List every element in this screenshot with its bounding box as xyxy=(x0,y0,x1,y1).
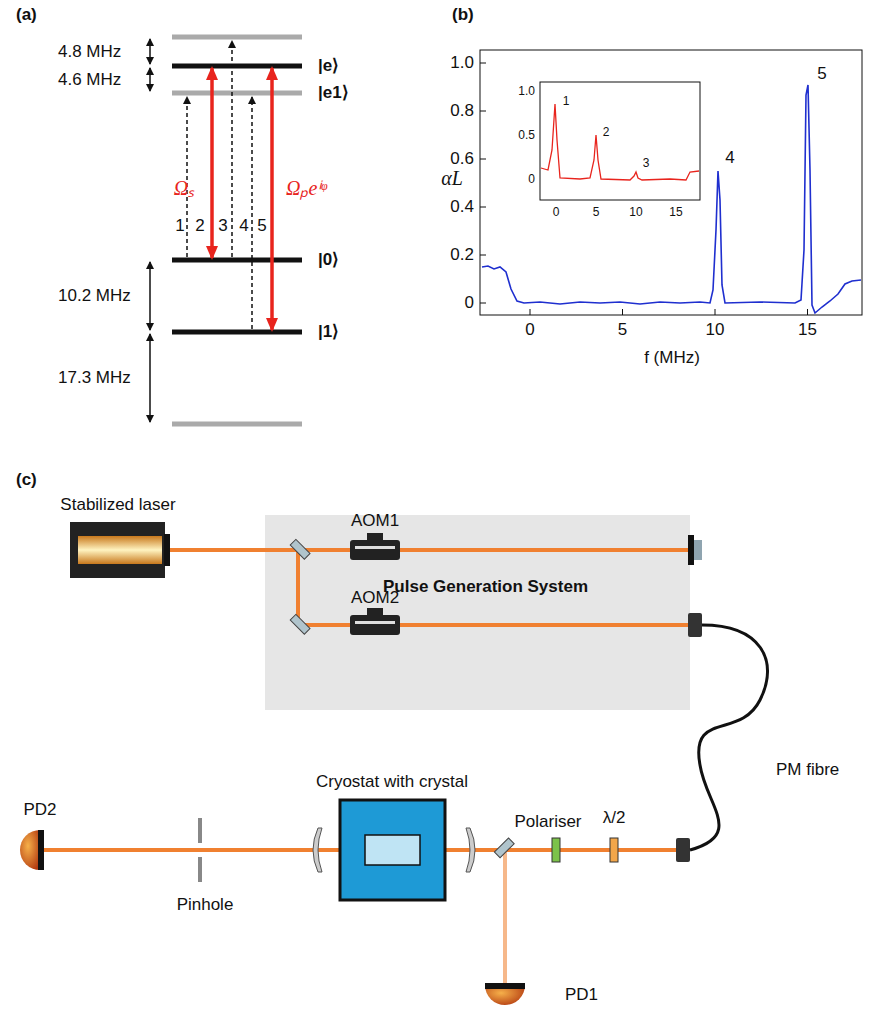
panel-box: Pulse Generation System xyxy=(265,515,706,710)
label: f (MHz) xyxy=(644,349,700,368)
label: 17.3 MHz xyxy=(58,369,131,388)
label: 0.2 xyxy=(450,246,474,265)
label: 0 xyxy=(553,206,560,219)
label: Ωₛ xyxy=(174,177,194,199)
label: 2 xyxy=(195,217,204,236)
label: 10.2 MHz xyxy=(58,287,131,306)
label: 5 xyxy=(593,206,600,219)
panel-title: Pulse Generation System xyxy=(265,577,706,597)
label: 2 xyxy=(603,126,610,139)
label: λ/2 xyxy=(603,809,626,828)
label: Pinhole xyxy=(177,896,234,915)
label: 4.8 MHz xyxy=(58,43,121,62)
label: 1 xyxy=(175,217,184,236)
label: 10 xyxy=(706,321,725,340)
label: Cryostat with crystal xyxy=(316,773,468,792)
label: 5 xyxy=(817,65,826,84)
label: 5 xyxy=(618,321,627,340)
label: (c) xyxy=(16,471,37,490)
label: 0 xyxy=(525,321,534,340)
label: 1.0 xyxy=(518,85,535,98)
label: AOM1 xyxy=(351,512,399,531)
label: |0⟩ xyxy=(318,251,339,270)
label: |e1⟩ xyxy=(318,84,349,103)
label: PD2 xyxy=(23,801,56,820)
label: |1⟩ xyxy=(318,323,339,342)
label: Polariser xyxy=(514,813,581,832)
label: αL xyxy=(441,167,463,189)
label: 1 xyxy=(563,95,570,108)
label: Stabilized laser xyxy=(60,496,175,515)
label: 15 xyxy=(798,321,817,340)
label: 3 xyxy=(643,157,650,170)
label: (b) xyxy=(452,6,474,25)
label: 0.4 xyxy=(450,198,474,217)
label: 0.6 xyxy=(450,150,474,169)
label: 0.5 xyxy=(518,129,535,142)
label: 5 xyxy=(257,217,266,236)
label: 3 xyxy=(218,217,227,236)
label: 4 xyxy=(239,217,248,236)
label: 1.0 xyxy=(450,54,474,73)
label: 10 xyxy=(629,206,642,219)
label: 15 xyxy=(669,206,682,219)
label: PM fibre xyxy=(776,761,839,780)
label: (a) xyxy=(16,6,37,25)
label: 4 xyxy=(725,149,734,168)
label: 4.6 MHz xyxy=(58,71,121,90)
label: Ωₚeⁱᵠ xyxy=(286,177,326,199)
label: 0.8 xyxy=(450,102,474,121)
label: PD1 xyxy=(565,986,598,1005)
label: |e⟩ xyxy=(318,57,339,76)
label: 0 xyxy=(465,294,474,313)
label: 0 xyxy=(528,173,535,186)
